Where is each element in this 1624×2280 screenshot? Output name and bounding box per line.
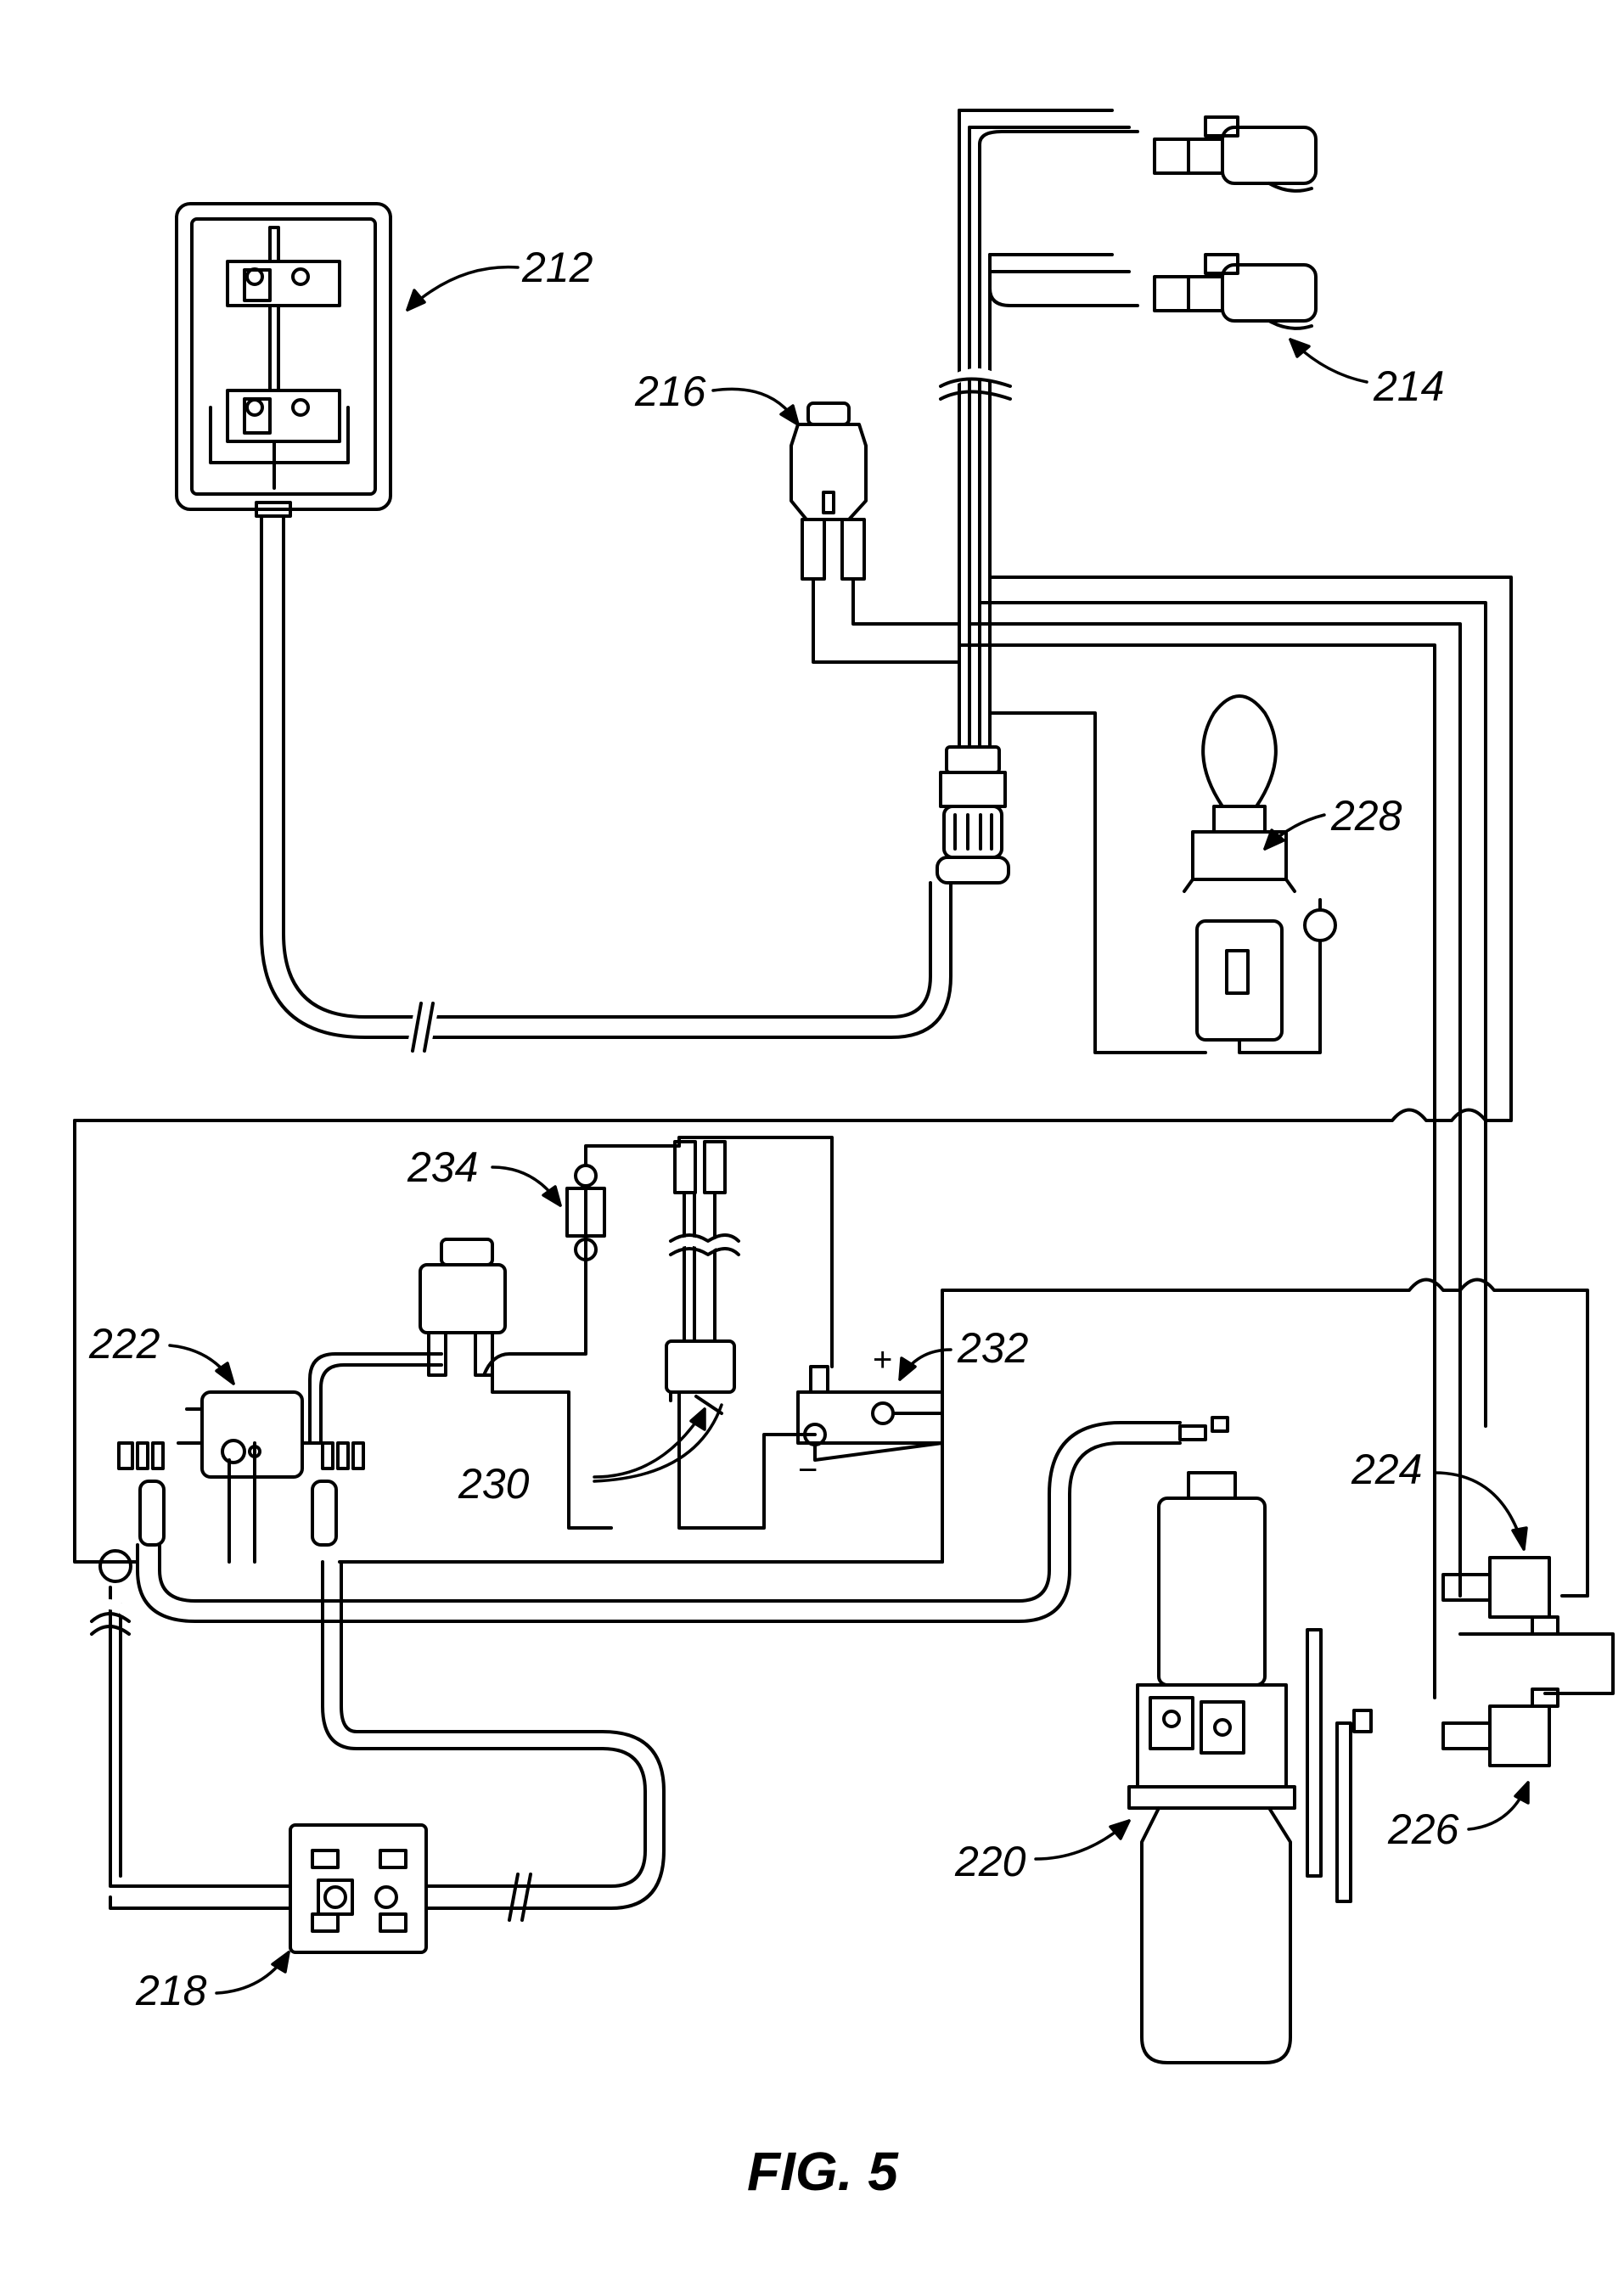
- ref-label-232: 232: [957, 1324, 1029, 1372]
- pump-motor: [1129, 1473, 1371, 2063]
- ref-label-220: 220: [954, 1838, 1026, 1885]
- fuse: [567, 1146, 679, 1324]
- circuit-breaker-box: [177, 204, 391, 516]
- battery-positive-sign: +: [873, 1341, 892, 1379]
- battery: + −: [798, 1341, 942, 1489]
- ref-label-226: 226: [1387, 1805, 1459, 1853]
- wire-harness: [941, 110, 1511, 1698]
- ref-label-212: 212: [521, 244, 593, 291]
- battery-negative-sign: −: [798, 1452, 818, 1489]
- figure-caption: FIG. 5: [747, 2141, 899, 2202]
- ref-label-218: 218: [135, 1967, 207, 2014]
- indicator-lamp: [1184, 696, 1335, 1053]
- harness-connector: [937, 747, 1009, 883]
- ref-label-222: 222: [88, 1320, 160, 1367]
- ref-label-214: 214: [1373, 362, 1444, 410]
- solenoid-valves: [1155, 117, 1316, 329]
- ref-label-224: 224: [1351, 1446, 1422, 1493]
- solenoid-relay: [119, 1354, 441, 1545]
- ref-label-216: 216: [634, 368, 706, 415]
- leader-lines: [170, 267, 1528, 1993]
- main-cable-212: [261, 516, 951, 1051]
- ref-label-230: 230: [458, 1460, 530, 1508]
- ref-label-228: 228: [1330, 792, 1402, 840]
- battery-disconnect-switch: [92, 1551, 664, 1952]
- connector-plug: [791, 403, 959, 662]
- ref-label-234: 234: [407, 1143, 478, 1191]
